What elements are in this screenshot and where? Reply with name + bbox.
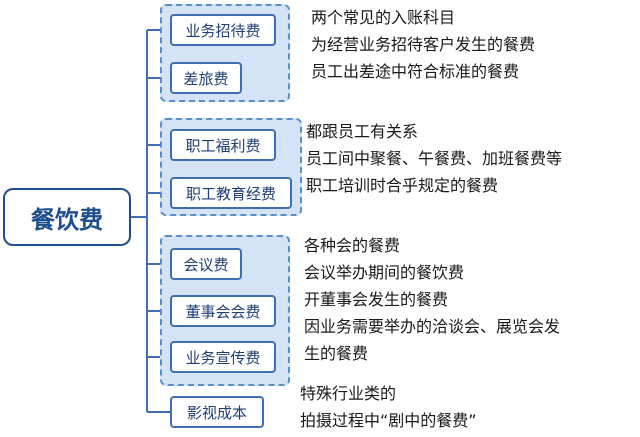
group-note: 特殊行业类的 拍摄过程中“剧中的餐费”: [300, 384, 477, 430]
leaf-node: 业务宣传费: [170, 341, 276, 373]
group-note: 都跟员工有关系 员工间中聚餐、午餐费、加班餐费等 职工培训时合乎规定的餐费: [306, 122, 563, 195]
leaf-node: 职工福利费: [170, 129, 276, 161]
leaf-node: 会议费: [170, 248, 242, 280]
leaf-node: 业务招待费: [170, 14, 276, 46]
leaf-node: 差旅费: [170, 62, 242, 94]
group-note: 两个常见的入账科目 为经营业务招待客户发生的餐费 员工出差途中符合标准的餐费: [311, 8, 536, 81]
leaf-node: 职工教育经费: [170, 177, 292, 209]
leaf-node: 董事会会费: [170, 295, 276, 327]
leaf-node: 影视成本: [170, 396, 264, 428]
root-node: 餐饮费: [3, 188, 131, 246]
group-note: 各种会的餐费 会议举办期间的餐饮费 开董事会发生的餐费 因业务需要举办的洽谈会、…: [304, 236, 561, 363]
